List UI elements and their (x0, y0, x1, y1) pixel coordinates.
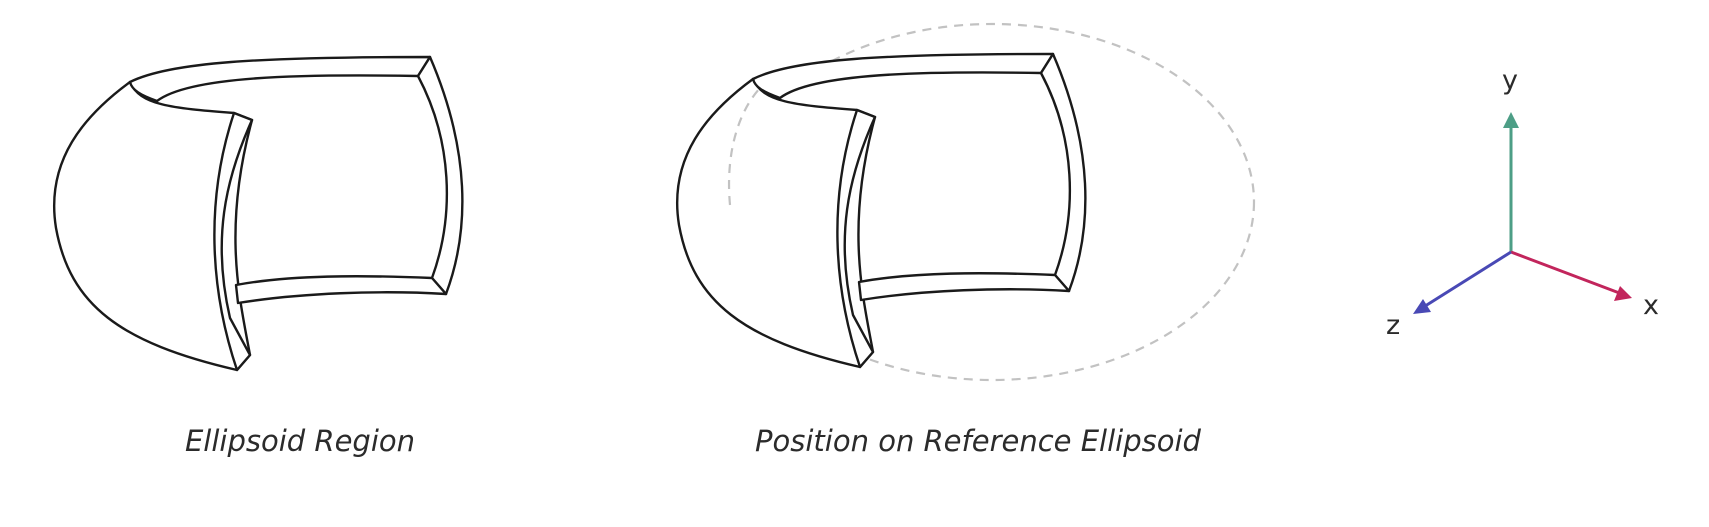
axes-gizmo: y x z (1386, 65, 1659, 341)
ellipsoid-region-shape (52, 55, 464, 372)
x-axis-line (1510, 250, 1623, 296)
y-axis-arrowhead (1503, 112, 1519, 128)
reference-ellipsoid-overlay (727, 87, 761, 206)
z-axis-line (1421, 250, 1512, 310)
z-axis-label: z (1386, 310, 1400, 341)
positioned-region-shape (675, 52, 1087, 369)
x-axis-arrowhead (1614, 286, 1632, 301)
x-axis-label: x (1643, 290, 1659, 321)
caption-position-on-reference-ellipsoid: Position on Reference Ellipsoid (755, 424, 1201, 458)
y-axis-label: y (1502, 65, 1518, 96)
reference-ellipsoid-outline (728, 22, 1256, 382)
caption-ellipsoid-region: Ellipsoid Region (184, 424, 416, 458)
z-axis-arrowhead (1413, 299, 1431, 314)
